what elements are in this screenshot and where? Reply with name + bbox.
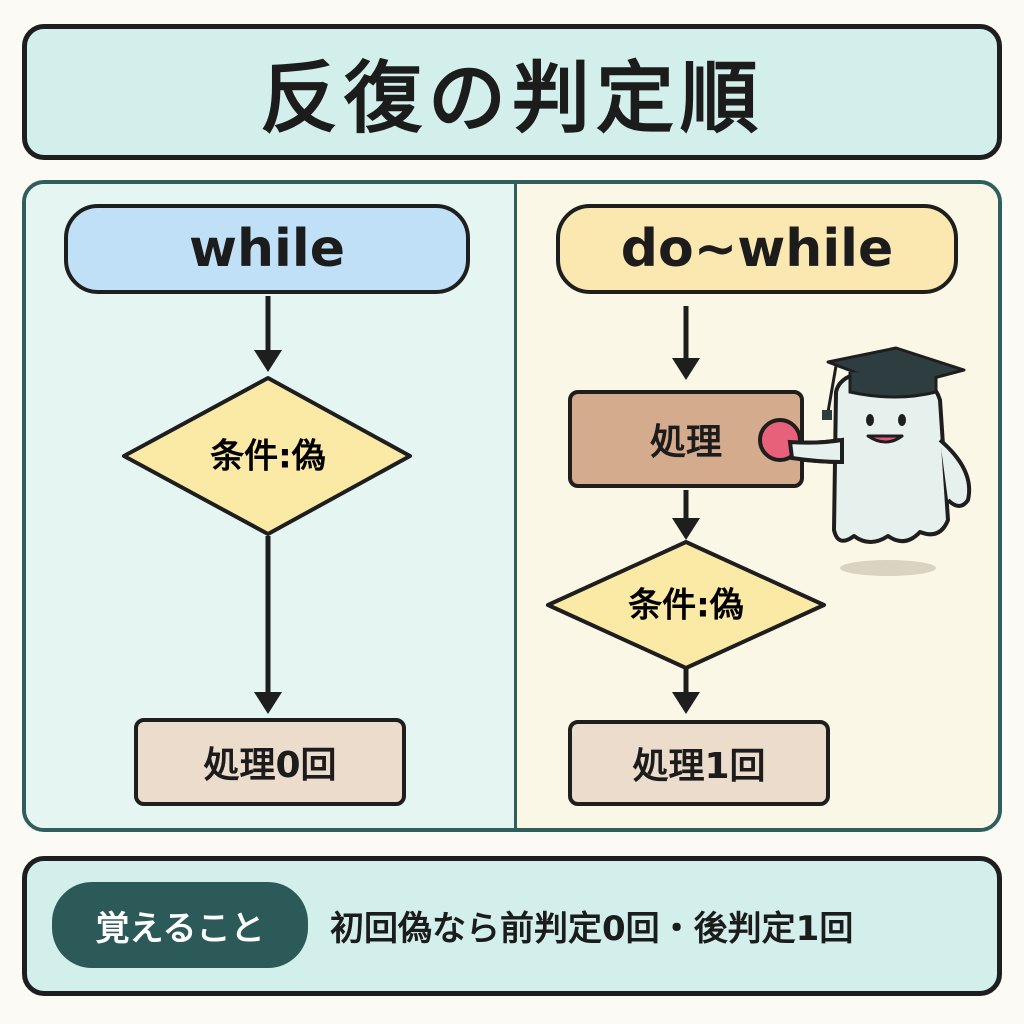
dowhile-label: do~while bbox=[620, 219, 894, 279]
process-box-dowhile: 処理 bbox=[568, 390, 804, 488]
while-header: while bbox=[64, 204, 470, 294]
summary-box bbox=[22, 856, 1002, 996]
process-label-dowhile: 処理 bbox=[649, 422, 722, 463]
arrow-process-to-condition bbox=[672, 490, 700, 540]
condition-label-left: 条件:偽 bbox=[210, 437, 326, 477]
arrow-condition-to-result-left bbox=[254, 536, 282, 714]
result-label-while: 処理0回 bbox=[203, 745, 337, 786]
arrow-dowhile-to-process bbox=[672, 306, 700, 380]
result-box-dowhile: 処理1回 bbox=[568, 720, 830, 806]
title-banner: 反復の判定順 bbox=[22, 24, 1002, 160]
while-label: while bbox=[189, 219, 345, 279]
memo-badge-label: 覚えること bbox=[95, 908, 265, 949]
memo-badge: 覚えること bbox=[52, 882, 308, 968]
result-label-dowhile: 処理1回 bbox=[632, 746, 766, 787]
graduation-ghost-mascot-icon bbox=[784, 346, 972, 576]
page-title: 反復の判定順 bbox=[259, 54, 764, 144]
dowhile-header: do~while bbox=[556, 204, 958, 294]
result-box-while: 処理0回 bbox=[134, 718, 406, 806]
condition-label-right: 条件:偽 bbox=[628, 586, 744, 626]
condition-diamond-left: 条件:偽 bbox=[122, 376, 412, 536]
arrow-while-to-condition bbox=[254, 296, 282, 372]
summary-text: 初回偽なら前判定0回・後判定1回 bbox=[330, 908, 854, 949]
condition-diamond-right: 条件:偽 bbox=[546, 540, 826, 670]
arrow-condition-to-result-right bbox=[672, 668, 700, 714]
